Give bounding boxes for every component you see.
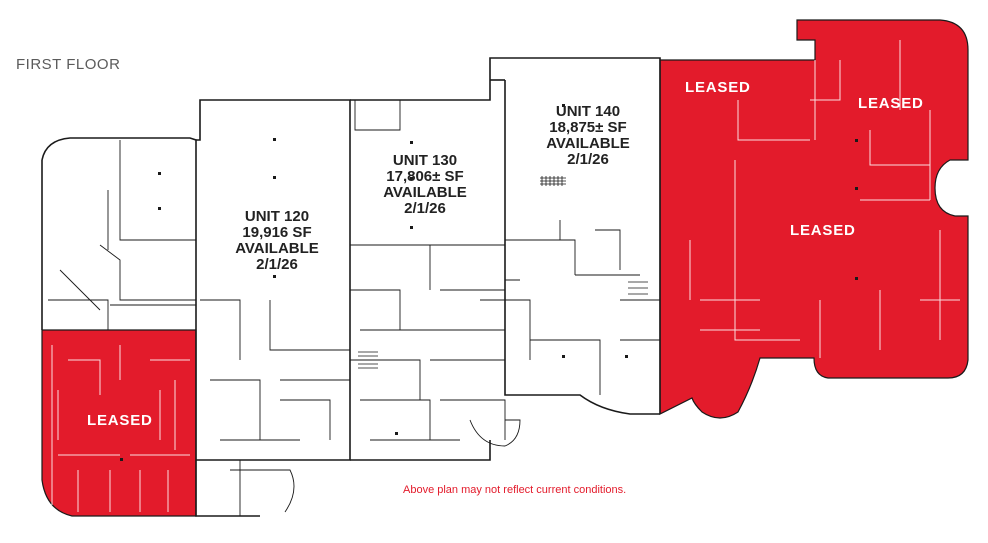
leased-label-top-middle: LEASED bbox=[685, 79, 751, 96]
leased-label-top-right: LEASED bbox=[858, 95, 924, 112]
unit-area: 17,806± SF bbox=[386, 168, 464, 185]
unit-120-label: UNIT 120 19,916 SF AVAILABLE 2/1/26 bbox=[222, 209, 332, 273]
unit-130-label: UNIT 130 17,806± SF AVAILABLE 2/1/26 bbox=[370, 153, 480, 217]
unit-status: AVAILABLE bbox=[546, 135, 630, 152]
leased-interior-lines bbox=[51, 40, 960, 512]
unit-area: 19,916 SF bbox=[242, 224, 312, 241]
building-walls bbox=[41, 57, 661, 517]
floor-title: FIRST FLOOR bbox=[16, 56, 121, 73]
leased-label-center-right: LEASED bbox=[790, 222, 856, 239]
unit-date: 2/1/26 bbox=[567, 151, 609, 168]
interior-walls bbox=[48, 58, 661, 516]
disclaimer-note: Above plan may not reflect current condi… bbox=[403, 484, 627, 496]
unit-date: 2/1/26 bbox=[256, 256, 298, 273]
leased-areas bbox=[41, 19, 969, 517]
unit-140-label: UNIT 140 18,875± SF AVAILABLE 2/1/26 bbox=[533, 104, 643, 168]
leased-area-right bbox=[659, 19, 969, 419]
unit-name: UNIT 130 bbox=[392, 152, 458, 169]
unit-status: AVAILABLE bbox=[383, 184, 467, 201]
detail-dots bbox=[120, 104, 858, 461]
unit-name: UNIT 140 bbox=[555, 103, 621, 120]
leased-label-bottom-left: LEASED bbox=[87, 412, 153, 429]
leased-area-left bbox=[41, 329, 197, 517]
unit-name: UNIT 120 bbox=[244, 208, 310, 225]
unit-area: 18,875± SF bbox=[549, 119, 627, 136]
unit-status: AVAILABLE bbox=[235, 240, 319, 257]
unit-date: 2/1/26 bbox=[404, 200, 446, 217]
stairs bbox=[358, 176, 648, 369]
